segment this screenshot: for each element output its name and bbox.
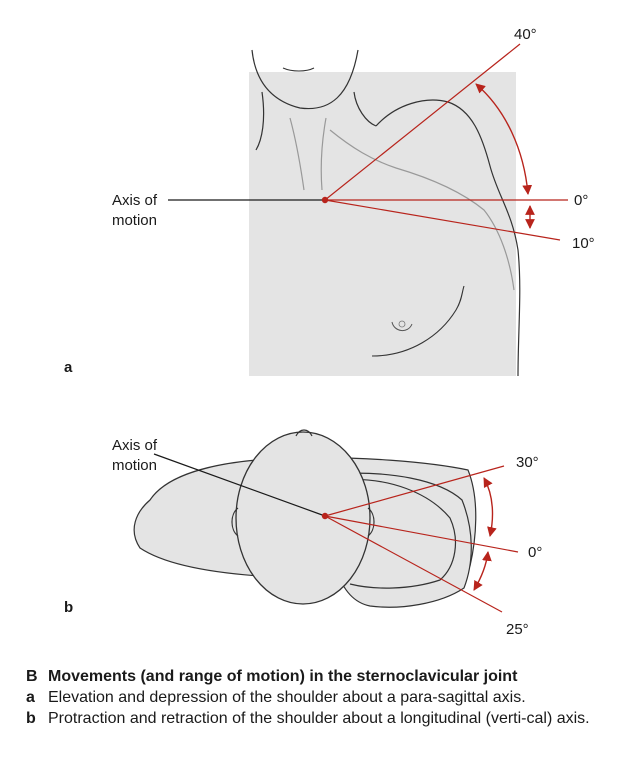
axis-label-a-line1: Axis of — [112, 192, 158, 209]
angle-label-10: 10° — [572, 235, 595, 252]
nose — [295, 429, 313, 437]
clavicle-line — [329, 129, 515, 291]
arc-retraction — [483, 477, 497, 537]
caption-item-key: a — [26, 689, 35, 706]
caption-title: Movements (and range of motion) in the s… — [48, 668, 518, 685]
neck-fold-left — [289, 117, 305, 191]
shoulders-neutral — [339, 478, 457, 589]
panel-a: Axis of motion 40° 0° 10° a — [64, 26, 595, 377]
head-outline — [251, 49, 359, 110]
head-top-view — [235, 431, 371, 605]
angle-label-25: 25° — [506, 621, 529, 638]
panel-b-label: b — [64, 599, 73, 616]
line-30-deg — [324, 465, 505, 517]
axis-label-b-line2: motion — [112, 457, 157, 474]
nipple — [391, 321, 413, 331]
line-25-deg — [324, 515, 503, 613]
mouth — [282, 67, 315, 72]
caption-item-key: b — [26, 710, 36, 727]
panel-a-label: a — [64, 359, 73, 376]
caption-key: B — [26, 668, 38, 685]
torso-background — [249, 72, 516, 376]
neck-left — [255, 91, 265, 151]
arc-protraction — [473, 551, 492, 591]
line-10-deg — [324, 199, 561, 241]
caption-item-a: a Elevation and depression of the should… — [26, 687, 626, 708]
axis-label-b-line1: Axis of — [112, 437, 158, 454]
caption-item-b: b Protraction and retraction of the shou… — [26, 708, 626, 729]
axis-line-b — [153, 453, 326, 517]
figure: Axis of motion 40° 0° 10° a Axis of moti… — [64, 26, 595, 638]
caption-item-text: Protraction and retraction of the should… — [48, 710, 590, 727]
angle-label-0-a: 0° — [574, 192, 588, 209]
angle-label-0-b: 0° — [528, 544, 542, 561]
joint-center-b — [321, 512, 329, 520]
chest-line — [371, 285, 465, 357]
neck-right — [353, 91, 377, 127]
line-0-deg-b — [324, 515, 519, 553]
ear-right — [367, 507, 375, 537]
angle-label-40: 40° — [514, 26, 537, 43]
figure-caption: B Movements (and range of motion) in the… — [26, 666, 626, 729]
joint-center-a — [321, 196, 329, 204]
panel-b: Axis of motion 30° 0° 25° b — [64, 429, 542, 638]
axis-label-a-line2: motion — [112, 212, 157, 229]
angle-label-30: 30° — [516, 454, 539, 471]
ear-left — [231, 507, 239, 537]
line-40-deg — [324, 43, 521, 201]
caption-title-row: B Movements (and range of motion) in the… — [26, 666, 626, 687]
caption-item-text: Elevation and depression of the shoulder… — [48, 689, 526, 706]
neck-fold-right — [320, 117, 327, 191]
arc-elevation — [475, 83, 533, 195]
